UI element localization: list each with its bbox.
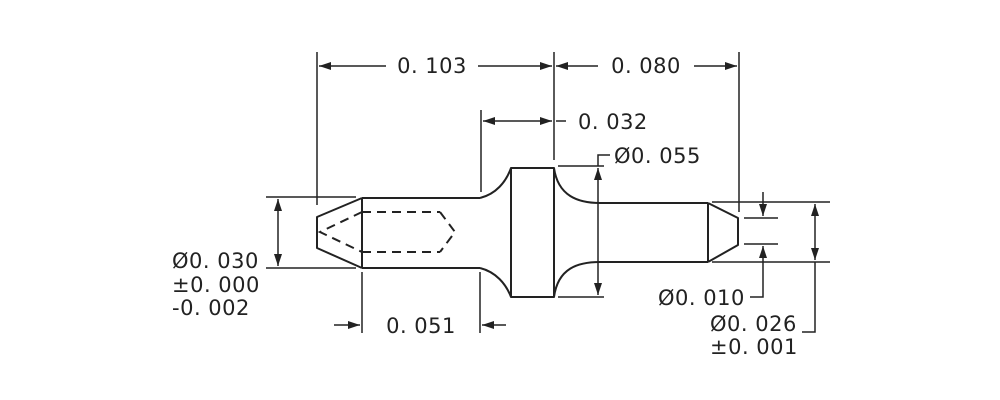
label-collar-diameter: Ø0. 055	[614, 144, 701, 168]
pin-fillet-bottom	[553, 261, 601, 298]
dim-0010-leader	[750, 272, 764, 298]
label-overall-left: 0. 103	[397, 54, 467, 78]
collar-flare-top	[479, 167, 512, 199]
bore-drill-point	[317, 211, 363, 253]
label-tail-diameter: Ø0. 030	[172, 249, 259, 273]
dimension-labels: 0. 103 0. 080 0. 032 Ø0. 055 Ø0. 030 ±0.…	[172, 54, 798, 359]
label-tail-tol-plus: ±0. 000	[172, 273, 260, 297]
label-tip-diameter: Ø0. 010	[658, 286, 745, 310]
part-outline	[316, 167, 739, 298]
pin-tip	[707, 202, 739, 263]
collar	[510, 167, 555, 298]
bore-end	[439, 211, 457, 253]
label-overall-right: 0. 080	[611, 54, 681, 78]
label-pin-tolerance: ±0. 001	[710, 335, 798, 359]
label-collar-length: 0. 032	[578, 110, 648, 134]
dim-0055-leader	[597, 154, 610, 166]
label-tail-length: 0. 051	[386, 314, 456, 338]
dimension-lines	[266, 52, 830, 333]
label-pin-diameter: Ø0. 026	[710, 312, 797, 336]
tail-end	[316, 197, 363, 269]
label-tail-tol-minus: -0. 002	[172, 296, 250, 320]
hidden-bore	[317, 211, 457, 253]
dim-0026-leader	[802, 262, 816, 333]
pin-fillet-top	[553, 167, 601, 204]
collar-flare-bottom	[479, 267, 512, 298]
